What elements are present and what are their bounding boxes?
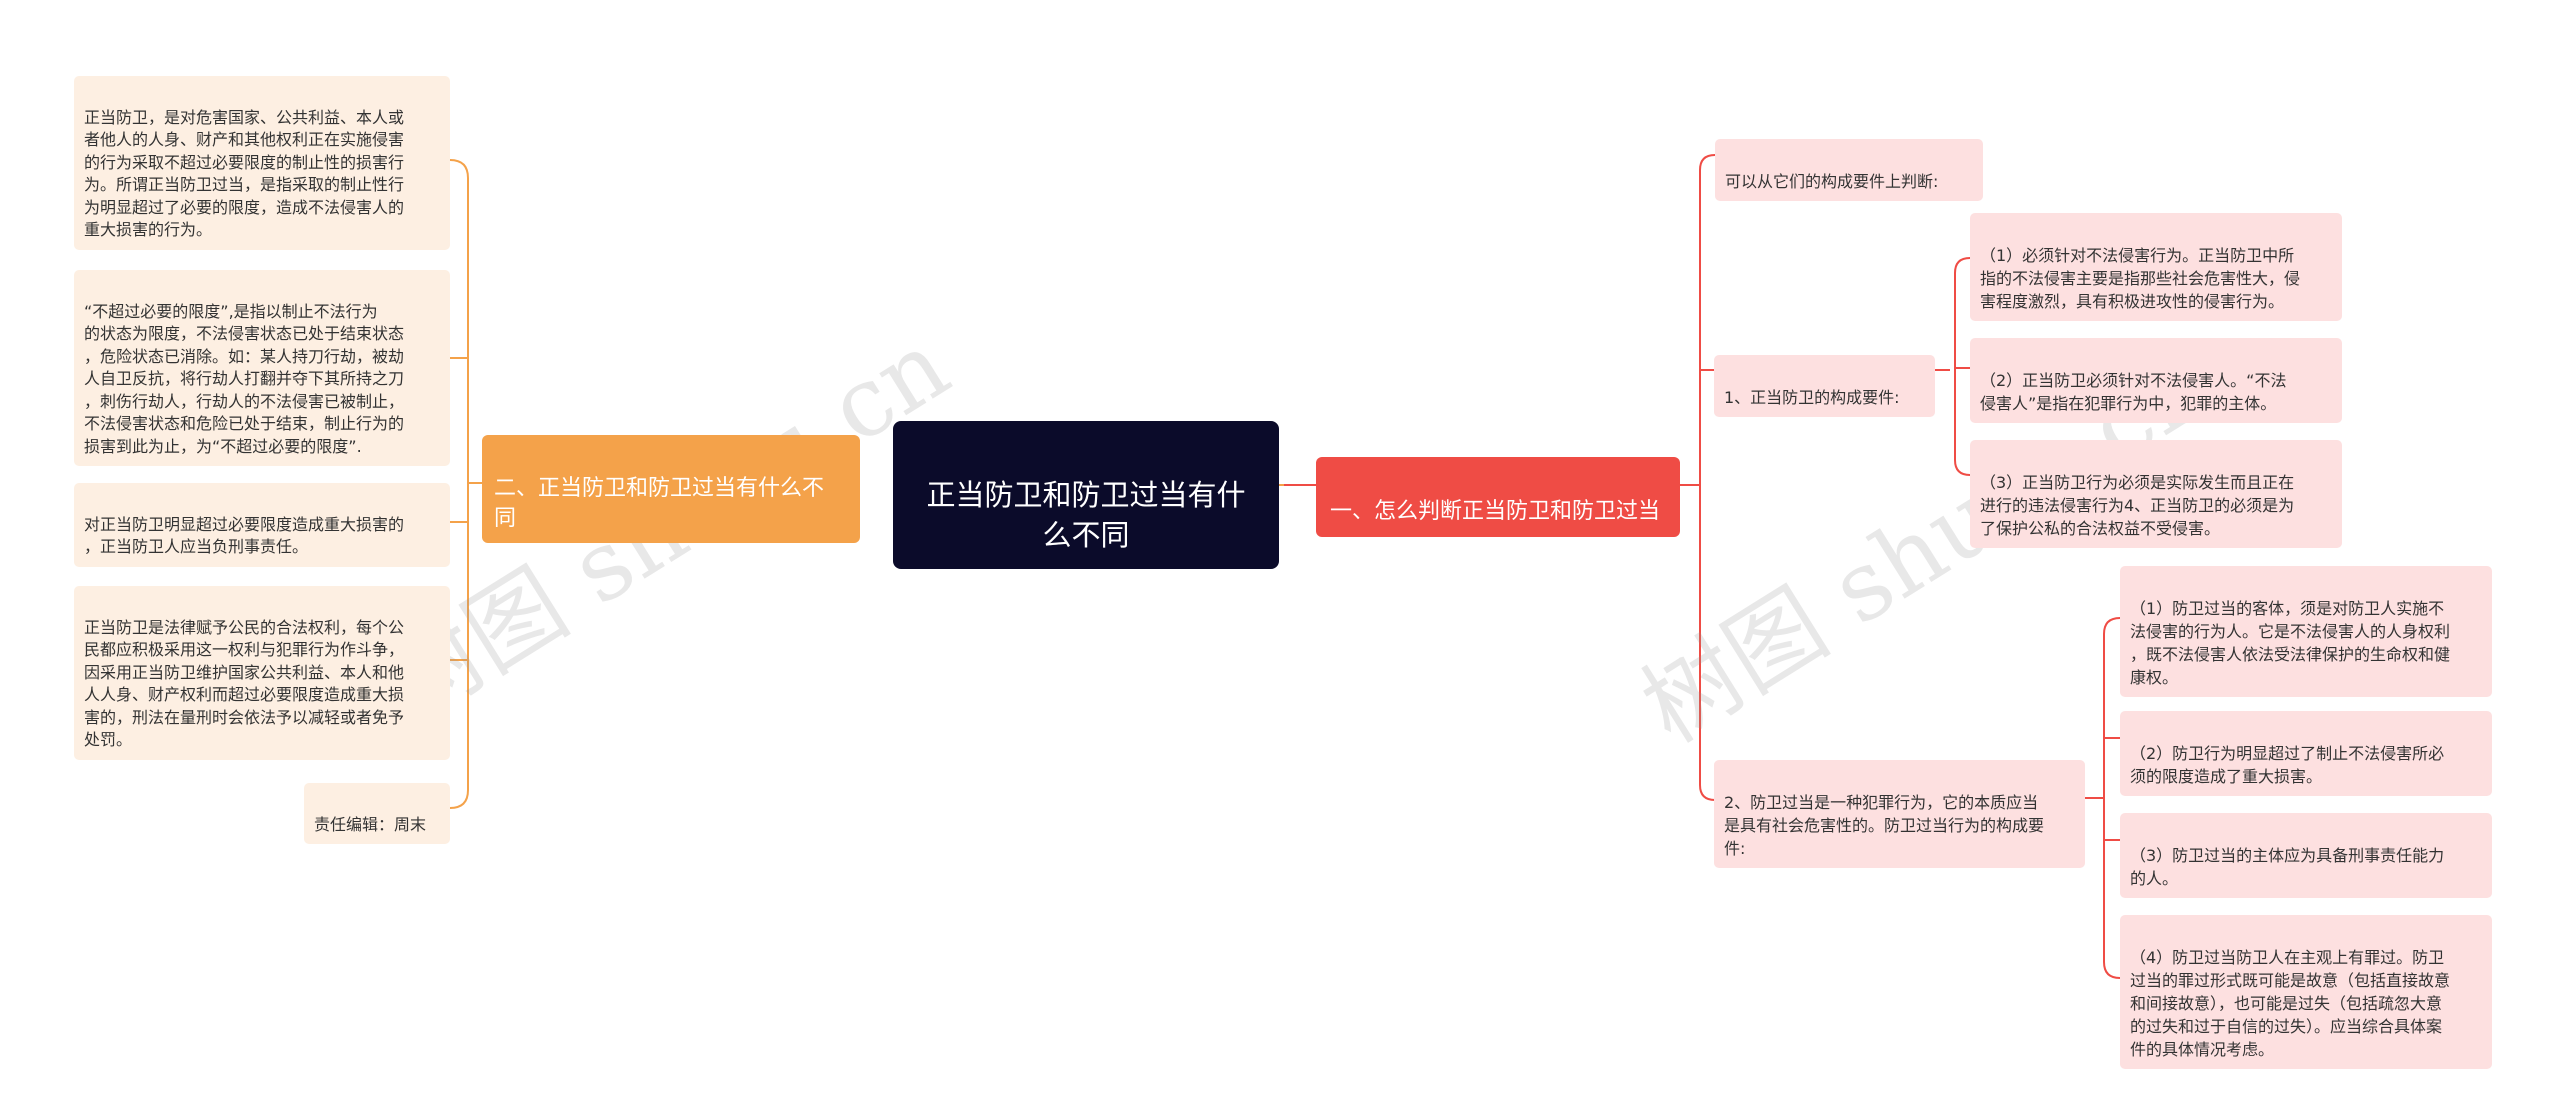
right-sub1-item-1[interactable]: （1）必须针对不法侵害行为。正当防卫中所 指的不法侵害主要是指那些社会危害性大，… (1970, 213, 2342, 321)
connector-sub2-bracket (2103, 617, 2121, 979)
left-leaf-definition[interactable]: 正当防卫，是对危害国家、公共利益、本人或 者他人的人身、财产和其他权利正在实施侵… (74, 76, 450, 250)
right-sub1-node[interactable]: 1、正当防卫的构成要件: (1714, 355, 1935, 417)
connector-sub1-bracket (1954, 257, 1971, 476)
right-judge-text: 可以从它们的构成要件上判断: (1725, 172, 1939, 191)
root-node[interactable]: 正当防卫和防卫过当有什 么不同 (893, 421, 1279, 569)
right-sub1-label: 1、正当防卫的构成要件: (1724, 388, 1900, 407)
right-branch-label: 一、怎么判断正当防卫和防卫过当 (1330, 499, 1661, 524)
left-leaf-editor-text: 责任编辑：周末 (314, 814, 427, 834)
left-branch-node[interactable]: 二、正当防卫和防卫过当有什么不 同 (482, 435, 860, 543)
right-sub1-item-3-text: （3）正当防卫行为必须是实际发生而且正在 进行的违法侵害行为4、正当防卫的必须是… (1980, 473, 2295, 538)
right-sub2-item-2[interactable]: （2）防卫行为明显超过了制止不法侵害所必 须的限度造成了重大损害。 (2120, 711, 2492, 796)
right-sub2-node[interactable]: 2、防卫过当是一种犯罪行为，它的本质应当 是具有社会危害性的。防卫过当行为的构成… (1714, 760, 2085, 868)
right-sub2-item-1-text: （1）防卫过当的客体，须是对防卫人实施不 法侵害的行为人。它是不法侵害人的人身权… (2130, 599, 2451, 687)
connector-left-bracket (449, 159, 469, 809)
left-leaf-definition-text: 正当防卫，是对危害国家、公共利益、本人或 者他人的人身、财产和其他权利正在实施侵… (84, 107, 405, 240)
left-leaf-editor[interactable]: 责任编辑：周末 (304, 783, 450, 844)
right-sub2-item-3[interactable]: （3）防卫过当的主体应为具备刑事责任能力 的人。 (2120, 813, 2492, 898)
right-sub1-item-1-text: （1）必须针对不法侵害行为。正当防卫中所 指的不法侵害主要是指那些社会危害性大，… (1980, 246, 2301, 311)
right-branch-node[interactable]: 一、怎么判断正当防卫和防卫过当 (1316, 457, 1680, 537)
right-judge-node[interactable]: 可以从它们的构成要件上判断: (1715, 139, 1983, 201)
right-sub2-item-4[interactable]: （4）防卫过当防卫人在主观上有罪过。防卫 过当的罪过形式既可能是故意（包括直接故… (2120, 915, 2492, 1069)
right-sub2-item-4-text: （4）防卫过当防卫人在主观上有罪过。防卫 过当的罪过形式既可能是故意（包括直接故… (2130, 948, 2451, 1059)
left-branch-label: 二、正当防卫和防卫过当有什么不 同 (494, 476, 825, 531)
left-leaf-necessary-limit[interactable]: “不超过必要的限度”,是指以制止不法行为 的状态为限度，不法侵害状态已处于结束状… (74, 270, 450, 466)
left-leaf-necessary-limit-text: “不超过必要的限度”,是指以制止不法行为 的状态为限度，不法侵害状态已处于结束状… (84, 301, 405, 456)
left-leaf-legal-right-text: 正当防卫是法律赋予公民的合法权利，每个公 民都应积极采用这一权利与犯罪行为作斗争… (84, 617, 405, 750)
right-sub2-item-3-text: （3）防卫过当的主体应为具备刑事责任能力 的人。 (2130, 846, 2445, 888)
right-sub2-label: 2、防卫过当是一种犯罪行为，它的本质应当 是具有社会危害性的。防卫过当行为的构成… (1724, 793, 2045, 858)
right-sub2-item-1[interactable]: （1）防卫过当的客体，须是对防卫人实施不 法侵害的行为人。它是不法侵害人的人身权… (2120, 566, 2492, 697)
right-sub1-item-2-text: （2）正当防卫必须针对不法侵害人。“不法 侵害人”是指在犯罪行为中，犯罪的主体。 (1980, 371, 2287, 413)
left-leaf-liability[interactable]: 对正当防卫明显超过必要限度造成重大损害的 ，正当防卫人应当负刑事责任。 (74, 483, 450, 567)
right-sub2-item-2-text: （2）防卫行为明显超过了制止不法侵害所必 须的限度造成了重大损害。 (2130, 744, 2445, 786)
left-leaf-legal-right[interactable]: 正当防卫是法律赋予公民的合法权利，每个公 民都应积极采用这一权利与犯罪行为作斗争… (74, 586, 450, 760)
right-sub1-item-2[interactable]: （2）正当防卫必须针对不法侵害人。“不法 侵害人”是指在犯罪行为中，犯罪的主体。 (1970, 338, 2342, 423)
left-leaf-liability-text: 对正当防卫明显超过必要限度造成重大损害的 ，正当防卫人应当负刑事责任。 (84, 514, 405, 557)
right-sub1-item-3[interactable]: （3）正当防卫行为必须是实际发生而且正在 进行的违法侵害行为4、正当防卫的必须是… (1970, 440, 2342, 548)
root-label: 正当防卫和防卫过当有什 么不同 (926, 478, 1246, 552)
connector-right-bracket (1699, 154, 1716, 801)
